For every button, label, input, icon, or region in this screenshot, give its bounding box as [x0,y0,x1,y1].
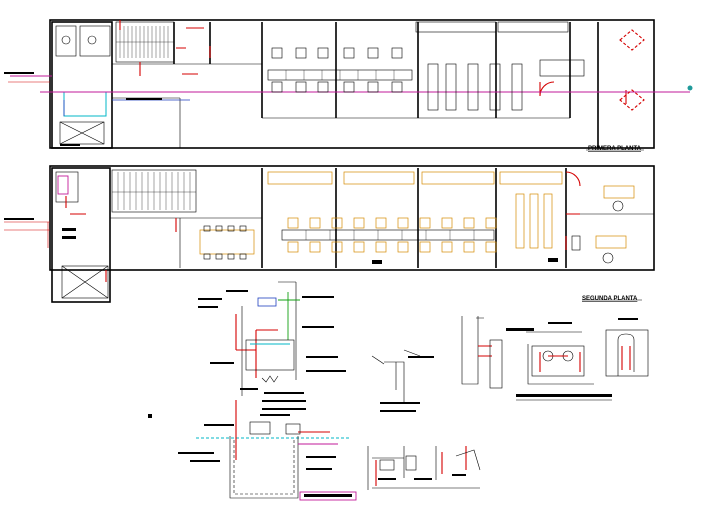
sanitary-fixture-details [367,446,481,490]
stair-first-floor [115,21,175,63]
meeting-table-second-floor [199,225,255,260]
workstations-first-floor [267,47,413,93]
first-floor-title: PRIMERA PLANTA [588,146,642,152]
wet-area-second-floor [55,171,109,299]
seating-first-floor [415,21,585,111]
pipe-connection-details [371,316,649,412]
first-floor-plan: PRIMERA PLANTA [4,19,693,152]
second-floor-title: SEGUNDA PLANTA [582,296,638,302]
cistern-section-detail [148,414,357,501]
pump-detail [506,322,594,385]
plumbing-riser-detail [198,281,346,430]
workstations-second-floor [281,217,497,253]
benches-second-floor [515,193,553,249]
wet-area-first-floor [55,25,111,145]
second-floor-plan: SEGUNDA PLANTA [4,165,655,303]
cabinets-second-floor [267,171,563,185]
stair-second-floor [111,169,197,213]
office-desks-second-floor [571,185,635,264]
pipe-hook-detail [605,318,649,377]
